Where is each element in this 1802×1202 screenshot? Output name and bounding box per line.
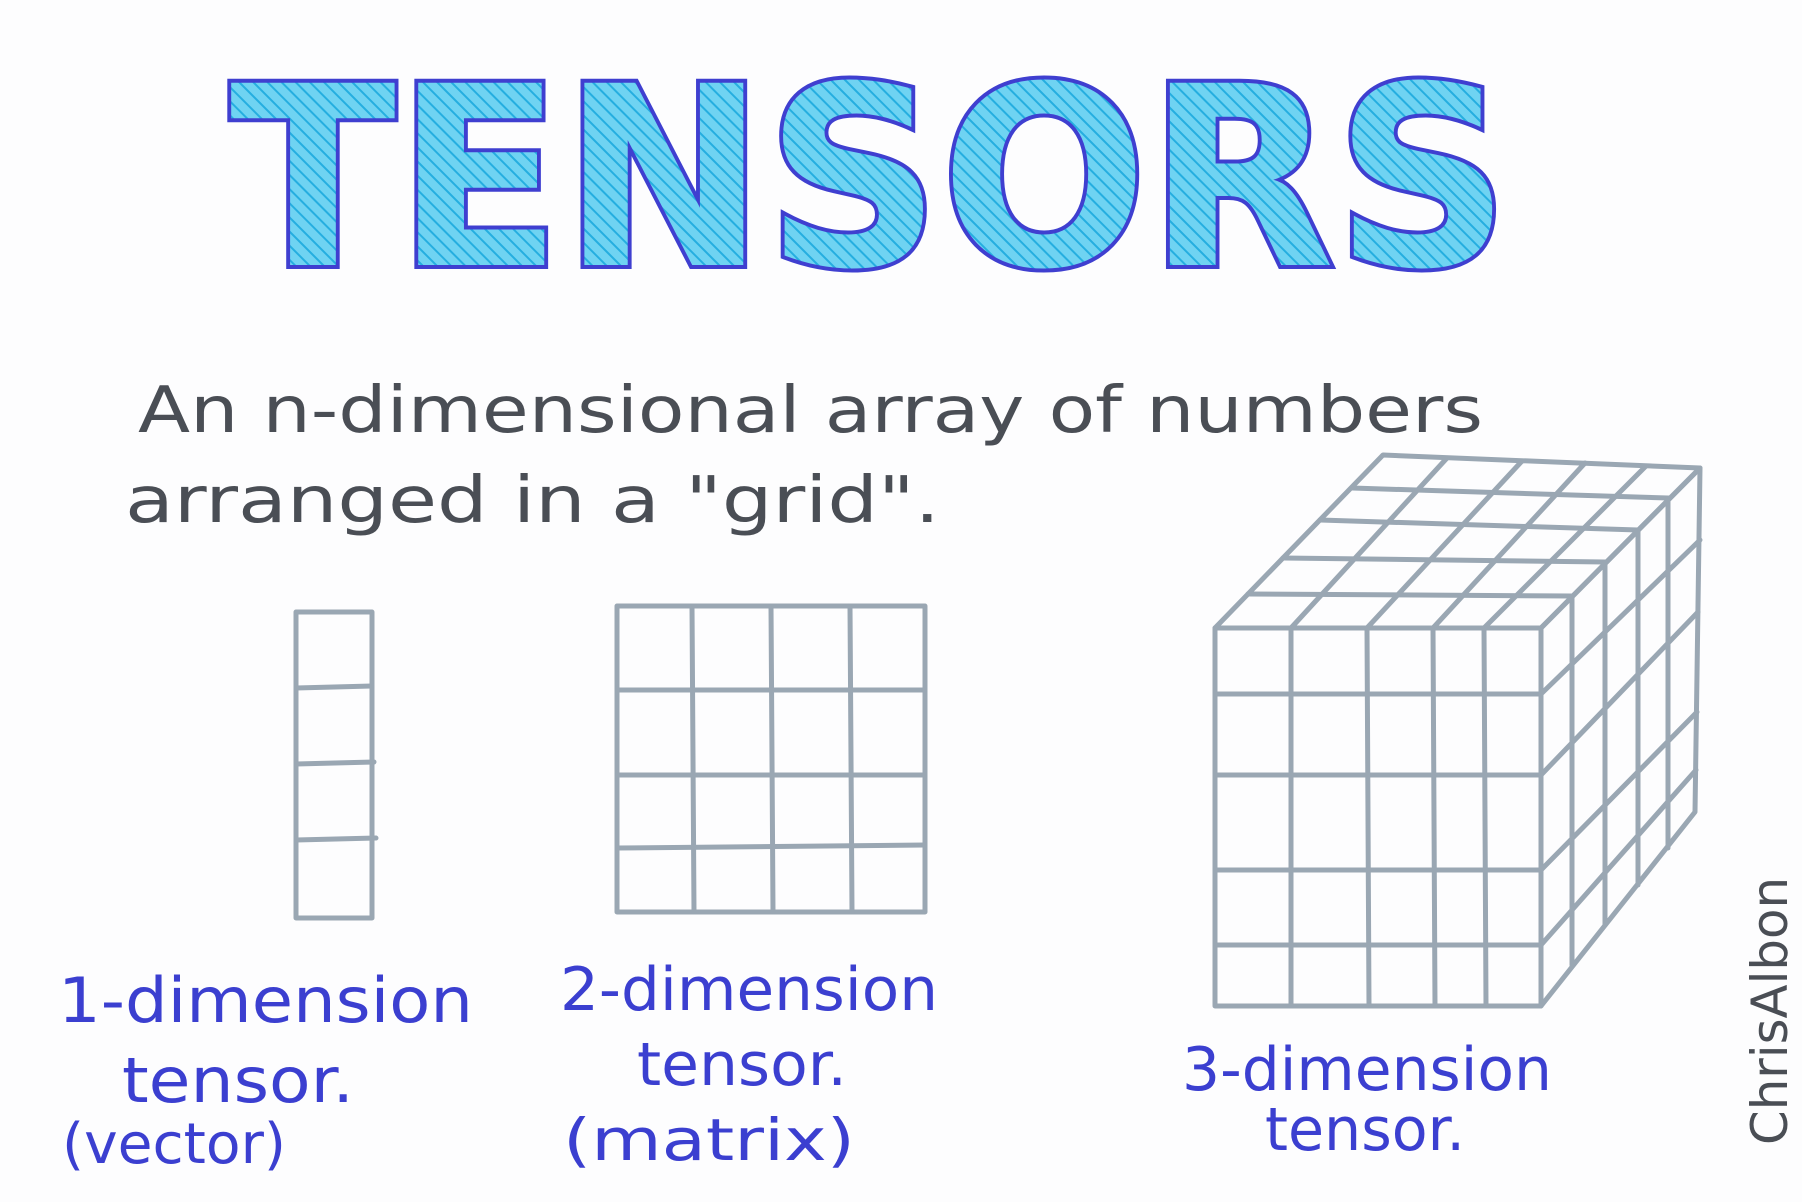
matrix-label-line-3: (matrix) bbox=[563, 1106, 855, 1174]
cube-grid bbox=[1212, 452, 1703, 1009]
title: TENSORS bbox=[230, 33, 1510, 324]
cube-label-line-1: 3-dimension bbox=[1182, 1035, 1552, 1105]
cube-label-line-2: tensor. bbox=[1265, 1095, 1465, 1165]
vector-grid bbox=[293, 609, 379, 921]
description-line-1: An n-dimensional array of numbers bbox=[138, 374, 1483, 448]
matrix-label-line-2: tensor. bbox=[637, 1030, 847, 1100]
vector-label-line-3: (vector) bbox=[62, 1112, 286, 1177]
signature: ChrisAlbon bbox=[1741, 877, 1799, 1145]
vector-label-line-1: 1-dimension bbox=[58, 964, 473, 1037]
matrix-label-line-1: 2-dimension bbox=[560, 955, 938, 1025]
matrix-grid bbox=[614, 603, 928, 915]
vector-label-line-2: tensor. bbox=[122, 1044, 354, 1117]
description-line-2: arranged in a "grid". bbox=[125, 464, 940, 538]
